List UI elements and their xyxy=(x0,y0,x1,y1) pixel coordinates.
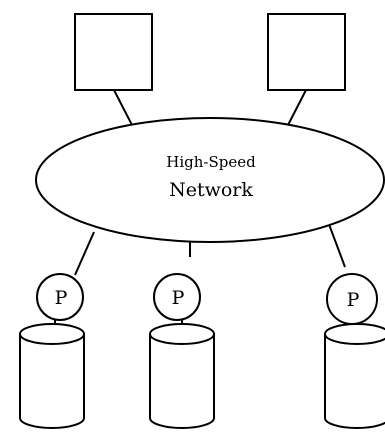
disk-2 xyxy=(149,323,215,429)
processor-label: P xyxy=(55,287,68,309)
connector-top-right xyxy=(286,89,307,128)
processor-circle xyxy=(153,273,201,321)
network-ellipse xyxy=(35,117,385,243)
processor-label: P xyxy=(172,287,185,309)
disk-body xyxy=(324,334,385,429)
disk-top xyxy=(19,323,85,345)
processor-3: P xyxy=(326,273,378,325)
connector-network-p1 xyxy=(74,231,95,276)
disk-body xyxy=(149,334,215,429)
disk-1 xyxy=(19,323,85,429)
top-node-right xyxy=(267,13,346,91)
network-label-line1: High-Speed xyxy=(166,153,256,171)
processor-circle xyxy=(36,273,84,321)
network-label-line2: Network xyxy=(169,179,253,201)
processor-label: P xyxy=(347,289,360,311)
disk-top xyxy=(324,323,385,345)
disk-3 xyxy=(324,323,385,429)
connector-top-left xyxy=(113,89,134,128)
top-node-left xyxy=(74,13,153,91)
network-node: High-Speed Network xyxy=(35,117,385,243)
processor-2: P xyxy=(153,273,201,321)
processor-1: P xyxy=(36,273,84,321)
disk-top xyxy=(149,323,215,345)
disk-body xyxy=(19,334,85,429)
